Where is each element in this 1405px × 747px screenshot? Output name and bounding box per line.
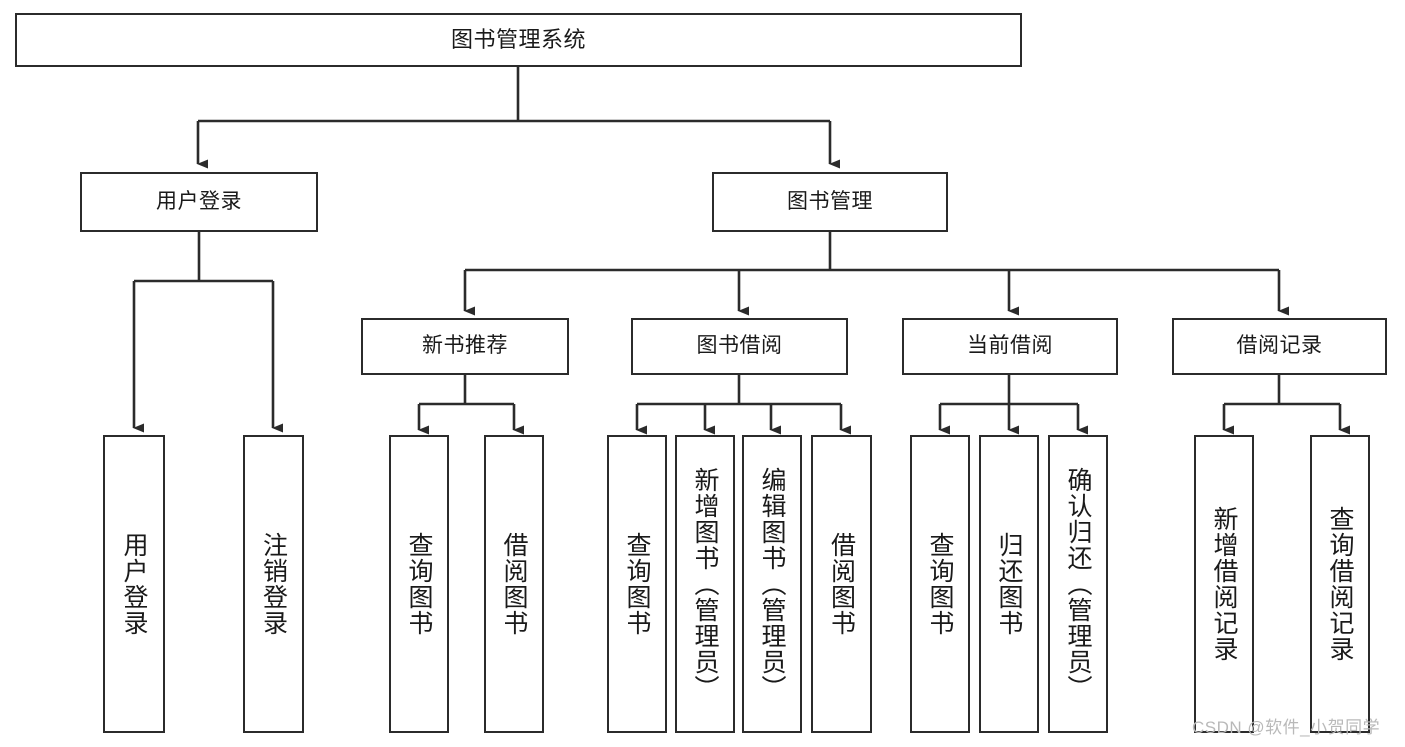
leaf-add-book-admin[interactable]: 新增图书（管理员）: [675, 435, 735, 733]
leaf-borrow-book-recommend[interactable]: 借阅图书: [484, 435, 544, 733]
node-label: 图书管理: [787, 189, 873, 213]
node-label: 查询图书: [623, 532, 651, 636]
node-label: 归还图书: [995, 532, 1023, 636]
node-user-login[interactable]: 用户登录: [80, 172, 318, 232]
leaf-query-book-recommend[interactable]: 查询图书: [389, 435, 449, 733]
leaf-query-borrow-record[interactable]: 查询借阅记录: [1310, 435, 1370, 733]
node-book-borrow[interactable]: 图书借阅: [631, 318, 848, 375]
node-label: 查询图书: [926, 532, 954, 636]
node-label: 编辑图书（管理员）: [758, 467, 786, 701]
node-label: 确认归还（管理员）: [1064, 467, 1092, 701]
node-label: 当前借阅: [967, 334, 1053, 358]
leaf-edit-book-admin[interactable]: 编辑图书（管理员）: [742, 435, 802, 733]
node-label: 查询图书: [405, 532, 433, 636]
node-label: 图书借阅: [696, 334, 783, 358]
leaf-user-login[interactable]: 用户登录: [103, 435, 165, 733]
node-label: 新增图书（管理员）: [691, 467, 719, 701]
node-label: 新书推荐: [422, 334, 508, 358]
node-book-management[interactable]: 图书管理: [712, 172, 948, 232]
leaf-confirm-return-admin[interactable]: 确认归还（管理员）: [1048, 435, 1108, 733]
node-current-borrow[interactable]: 当前借阅: [902, 318, 1118, 375]
node-new-book-recommend[interactable]: 新书推荐: [361, 318, 569, 375]
node-label: 注销登录: [259, 532, 288, 636]
node-label: 查询借阅记录: [1326, 506, 1354, 662]
node-label: 用户登录: [120, 532, 148, 636]
leaf-query-book-current[interactable]: 查询图书: [910, 435, 970, 733]
node-label: 借阅图书: [827, 532, 856, 636]
node-root-book-management-system[interactable]: 图书管理系统: [15, 13, 1022, 67]
node-label: 新增借阅记录: [1210, 506, 1238, 662]
leaf-return-book[interactable]: 归还图书: [979, 435, 1039, 733]
node-label: 用户登录: [156, 189, 242, 213]
leaf-borrow-book[interactable]: 借阅图书: [811, 435, 872, 733]
node-label: 图书管理系统: [450, 27, 586, 53]
watermark-text: CSDN @软件_小贺同学: [1192, 718, 1381, 737]
leaf-query-book-borrow[interactable]: 查询图书: [607, 435, 667, 733]
leaf-add-borrow-record[interactable]: 新增借阅记录: [1194, 435, 1254, 733]
node-label: 借阅记录: [1236, 334, 1323, 358]
node-label: 借阅图书: [500, 532, 528, 636]
node-borrow-record[interactable]: 借阅记录: [1172, 318, 1387, 375]
leaf-logout-login[interactable]: 注销登录: [243, 435, 304, 733]
